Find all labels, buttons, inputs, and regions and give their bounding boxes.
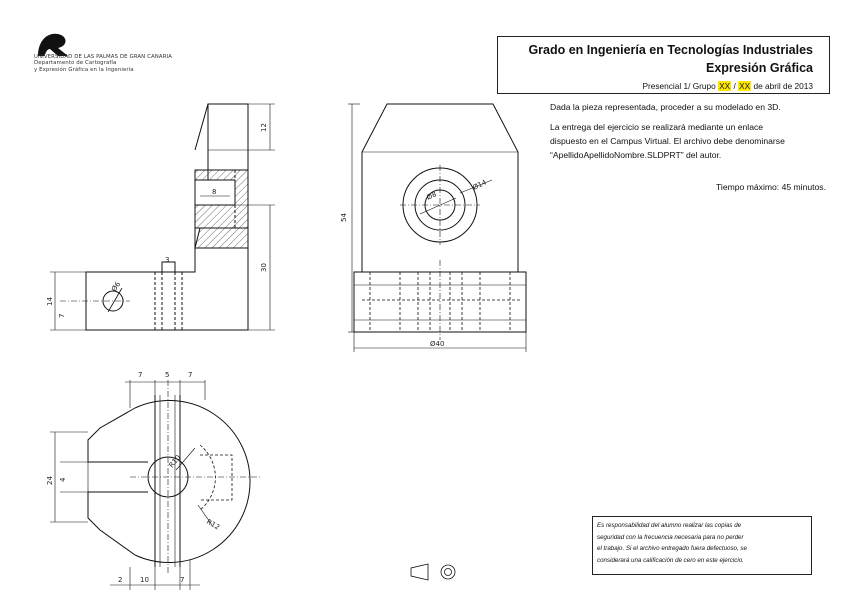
university-logo-icon [38,33,68,56]
side-view [50,103,275,331]
dim-3: 3 [165,256,169,264]
dim-d40: Ø40 [430,340,444,348]
dim-14: 14 [46,297,54,306]
instructions: Dada la pieza representada, proceder a s… [550,102,785,160]
session-line: Presencial 1/ Grupo XX / XX de abril de … [642,81,813,91]
dim-bottom-10: 10 [140,576,149,584]
dim-7: 7 [58,314,66,318]
university-name: UNIVERSIDAD DE LAS PALMAS DE GRAN CANARI… [34,54,173,73]
dim-54: 54 [340,213,348,222]
degree-title: Grado en Ingeniería en Tecnologías Indus… [528,43,813,57]
dim-top-5: 5 [165,371,169,379]
title-block: Grado en Ingeniería en Tecnologías Indus… [497,36,830,94]
dim-d14: Ø14 [471,178,488,192]
dim-d8: Ø8 [425,190,437,201]
dim-bottom-2: 2 [118,576,122,584]
dim-4: 4 [59,477,67,482]
time-limit: Tiempo máximo: 45 minutos. [715,182,826,192]
dim-8: 8 [212,188,216,196]
group-highlight: XX [718,81,732,91]
projection-symbol-icon [410,563,456,581]
subject-title: Expresión Gráfica [706,61,813,75]
group-highlight: XX [738,81,752,91]
top-view [50,380,262,590]
dim-top-7b: 7 [188,371,192,379]
front-view [348,103,527,352]
dim-24: 24 [46,476,54,485]
dim-12: 12 [260,123,268,132]
dim-bottom-7: 7 [180,576,184,584]
dim-30: 30 [260,263,268,272]
dim-top-7a: 7 [138,371,142,379]
responsibility-note: Es responsabilidad del alumno realizar l… [592,516,812,575]
dim-r12: R12 [205,518,221,532]
